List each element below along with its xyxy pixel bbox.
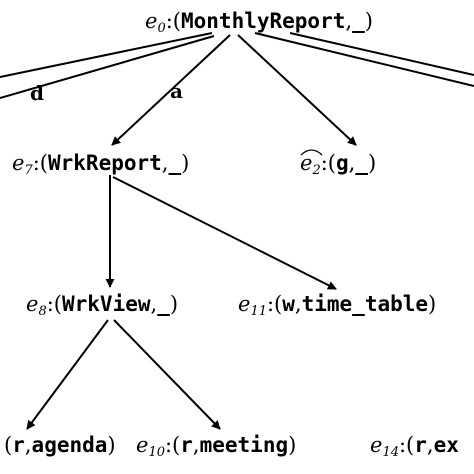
node-e7: e7:(WrkReport,_)	[12, 151, 189, 178]
node-left-cut: (r,agenda)	[4, 433, 116, 457]
edge-e8-left	[26, 319, 109, 430]
edge-e7-e11	[112, 176, 337, 290]
node-e0: e0:(MonthlyReport,_)	[145, 9, 373, 36]
edge-e8-e10	[113, 319, 221, 430]
edge-e0-right-lower	[289, 32, 474, 76]
edge-e0-e2	[237, 34, 357, 146]
edge-e0-left-upper	[0, 32, 213, 78]
edge-label-a: a	[170, 79, 183, 103]
node-e14: e14:(r,ex	[370, 433, 459, 460]
edge-label-d: d	[30, 81, 44, 105]
edge-e0-e7	[111, 34, 231, 146]
node-e2: e2:(g,_)	[300, 151, 376, 178]
hat-accent	[300, 149, 323, 156]
edge-e0-right-upper	[254, 32, 474, 87]
node-e10: e10:(r,meeting)	[136, 433, 296, 460]
node-e8: e8:(WrkView,_)	[26, 292, 178, 319]
edge-e0-left-lower	[0, 35, 215, 99]
node-e11: e11:(w,time_table)	[238, 292, 436, 319]
